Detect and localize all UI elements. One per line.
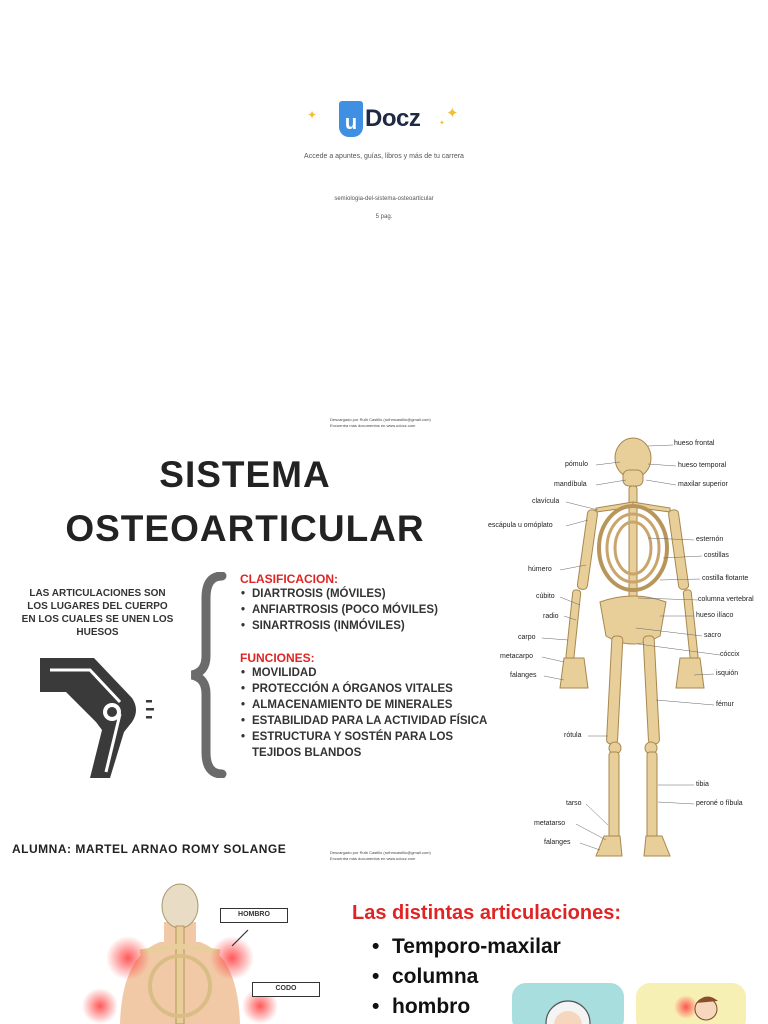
label-cubito: cúbito	[536, 593, 555, 600]
functions-heading: FUNCIONES:	[240, 651, 315, 665]
knee-joint-icon	[40, 658, 154, 778]
illustration-card-elder	[512, 983, 624, 1024]
label-metatarso: metatarso	[534, 820, 566, 827]
slide-articulaciones: HOMBRO CODO Las distintas articulaciones…	[0, 868, 768, 1024]
label-radio: radio	[543, 613, 559, 620]
list-item: ALMACENAMIENTO DE MINERALES	[240, 697, 490, 713]
cover-page: ✦ u Docz ✦ ✦ Accede a apuntes, guías, li…	[0, 0, 768, 400]
sparkle-icon: ✦	[439, 120, 445, 127]
label-rotula: rótula	[564, 732, 582, 739]
curly-brace-icon	[190, 572, 227, 778]
classification-list: DIARTROSIS (MÓVILES) ANFIARTROSIS (POCO …	[240, 586, 490, 634]
label-humero: húmero	[528, 566, 552, 573]
label-perone: peroné o fíbula	[696, 800, 743, 807]
list-item: Temporo-maxilar	[372, 932, 561, 962]
skeleton-illustration	[541, 437, 721, 857]
list-item: SINARTROSIS (INMÓVILES)	[240, 618, 490, 634]
list-item: DIARTROSIS (MÓVILES)	[240, 586, 490, 602]
slide-sistema-osteoarticular: SISTEMA OSTEOARTICULAR LAS ARTICULACIONE…	[0, 430, 768, 860]
list-item: ANFIARTROSIS (POCO MÓVILES)	[240, 602, 490, 618]
download-note: Descargado por Ruth Castillo (ruthmcasti…	[330, 850, 431, 861]
sparkle-icon: ✦	[307, 108, 318, 122]
label-hueso-temporal: hueso temporal	[678, 462, 727, 469]
list-item: columna	[372, 962, 561, 992]
articulaciones-heading: Las distintas articulaciones:	[352, 902, 621, 924]
classification-heading: CLASIFICACION:	[240, 572, 338, 586]
body-joints-illustration	[82, 883, 278, 1024]
functions-block: FUNCIONES: MOVILIDAD PROTECCIÓN A ÓRGANO…	[240, 651, 490, 761]
label-costilla-flotante: costilla flotante	[702, 575, 749, 582]
label-metacarpo: metacarpo	[500, 653, 534, 660]
list-item: hombro	[372, 992, 561, 1022]
page-count: 5 pag.	[375, 214, 393, 220]
label-falanges-pie: falanges	[544, 839, 571, 846]
sparkle-icon: ✦	[446, 105, 459, 122]
list-item: ESTABILIDAD PARA LA ACTIVIDAD FÍSICA	[240, 713, 490, 729]
label-tarso: tarso	[566, 800, 582, 807]
label-hueso-iliaco: hueso ilíaco	[696, 612, 734, 619]
label-costillas: costillas	[704, 552, 729, 559]
skeleton-diagram: hueso frontal pómulo hueso temporal mand…	[488, 430, 768, 860]
label-falanges-mano: falanges	[510, 672, 537, 679]
label-isquion: isquión	[716, 670, 739, 677]
list-item: PROTECCIÓN A ÓRGANOS VITALES	[240, 681, 490, 697]
label-columna-vertebral: columna vertebral	[698, 596, 754, 603]
label-carpo: carpo	[518, 634, 536, 641]
label-clavicula: clavícula	[532, 498, 560, 505]
neck-pain-person-icon	[674, 995, 718, 1021]
label-esternon: esternón	[696, 536, 724, 543]
label-escapula: escápula u omóplato	[488, 522, 553, 529]
udocz-logo-text: Docz	[365, 105, 421, 132]
tag-codo: CODO	[252, 982, 320, 997]
illustration-card-neck-pain	[636, 983, 746, 1024]
list-item: ESTRUCTURA Y SOSTÉN PARA LOS TEJIDOS BLA…	[240, 729, 490, 761]
document-name: semiologia-del-sistema-osteoarticular	[334, 196, 434, 202]
label-pomulo: pómulo	[565, 461, 588, 468]
download-note: Descargado por Ruth Castillo (ruthmcasti…	[330, 417, 431, 428]
tag-hombro: HOMBRO	[220, 908, 288, 923]
udocz-logo[interactable]: u Docz	[339, 100, 439, 138]
udocz-logo-mark: u	[339, 101, 363, 137]
student-name: ALUMNA: MARTEL ARNAO ROMY SOLANGE	[12, 842, 287, 856]
label-maxilar-superior: maxilar superior	[678, 481, 728, 488]
slide-title: SISTEMA OSTEOARTICULAR	[65, 454, 425, 549]
intro-text: LAS ARTICULACIONES SON LOS LUGARES DEL C…	[21, 588, 174, 638]
articulaciones-list: Temporo-maxilar columna hombro	[372, 932, 561, 1022]
label-hueso-frontal: hueso frontal	[674, 440, 715, 447]
elder-person-icon	[545, 1000, 591, 1024]
label-mandibula: mandíbula	[554, 481, 587, 488]
tagline: Accede a apuntes, guías, libros y más de…	[304, 153, 464, 160]
label-coccix: cóccix	[720, 651, 740, 658]
label-femur: fémur	[716, 701, 734, 708]
list-item: MOVILIDAD	[240, 665, 490, 681]
label-tibia: tibia	[696, 781, 709, 788]
functions-list: MOVILIDAD PROTECCIÓN A ÓRGANOS VITALES A…	[240, 665, 490, 761]
label-sacro: sacro	[704, 632, 722, 639]
classification-block: CLASIFICACION: DIARTROSIS (MÓVILES) ANFI…	[240, 572, 490, 634]
